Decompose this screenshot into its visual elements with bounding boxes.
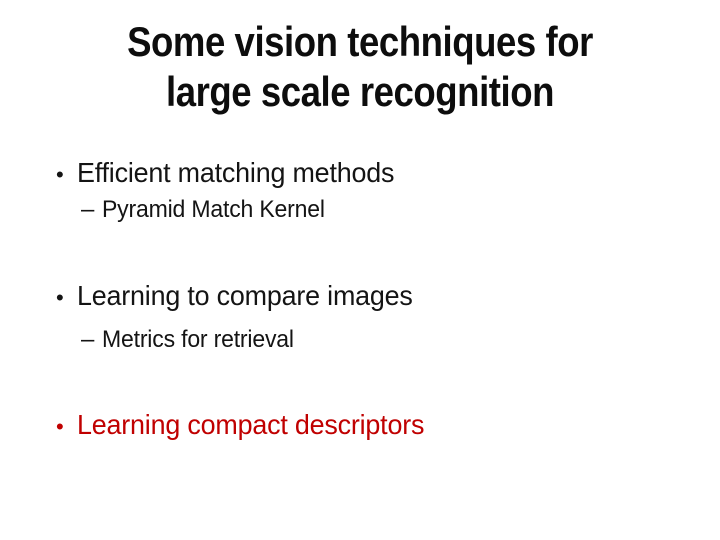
bullet-item-learning-to-compare: • Learning to compare images (0, 279, 720, 315)
bullet-marker: • (56, 162, 64, 187)
dash-marker: – (81, 196, 95, 223)
bullet-text: Learning to compare images (77, 280, 413, 311)
bullet-text: Efficient matching methods (77, 157, 395, 188)
bullet-item-efficient-matching: • Efficient matching methods (0, 156, 720, 192)
subbullet-item-metrics-for-retrieval: – Metrics for retrieval (0, 325, 720, 354)
bullet-text: Metrics for retrieval (102, 326, 294, 353)
slide-title-line-2: large scale recognition (165, 68, 555, 115)
dash-marker: – (81, 326, 95, 353)
bullet-text: Learning compact descriptors (77, 409, 425, 440)
bullet-text: Pyramid Match Kernel (102, 196, 325, 223)
slide-title: Some vision techniques for large scale r… (0, 17, 720, 117)
bullet-marker: • (56, 285, 64, 310)
slide-title-line-1: Some vision techniques for (127, 18, 593, 65)
subbullet-item-pyramid-match-kernel: – Pyramid Match Kernel (0, 195, 720, 224)
bullet-marker: • (56, 414, 64, 439)
bullet-item-learning-compact-descriptors: • Learning compact descriptors (0, 408, 720, 444)
